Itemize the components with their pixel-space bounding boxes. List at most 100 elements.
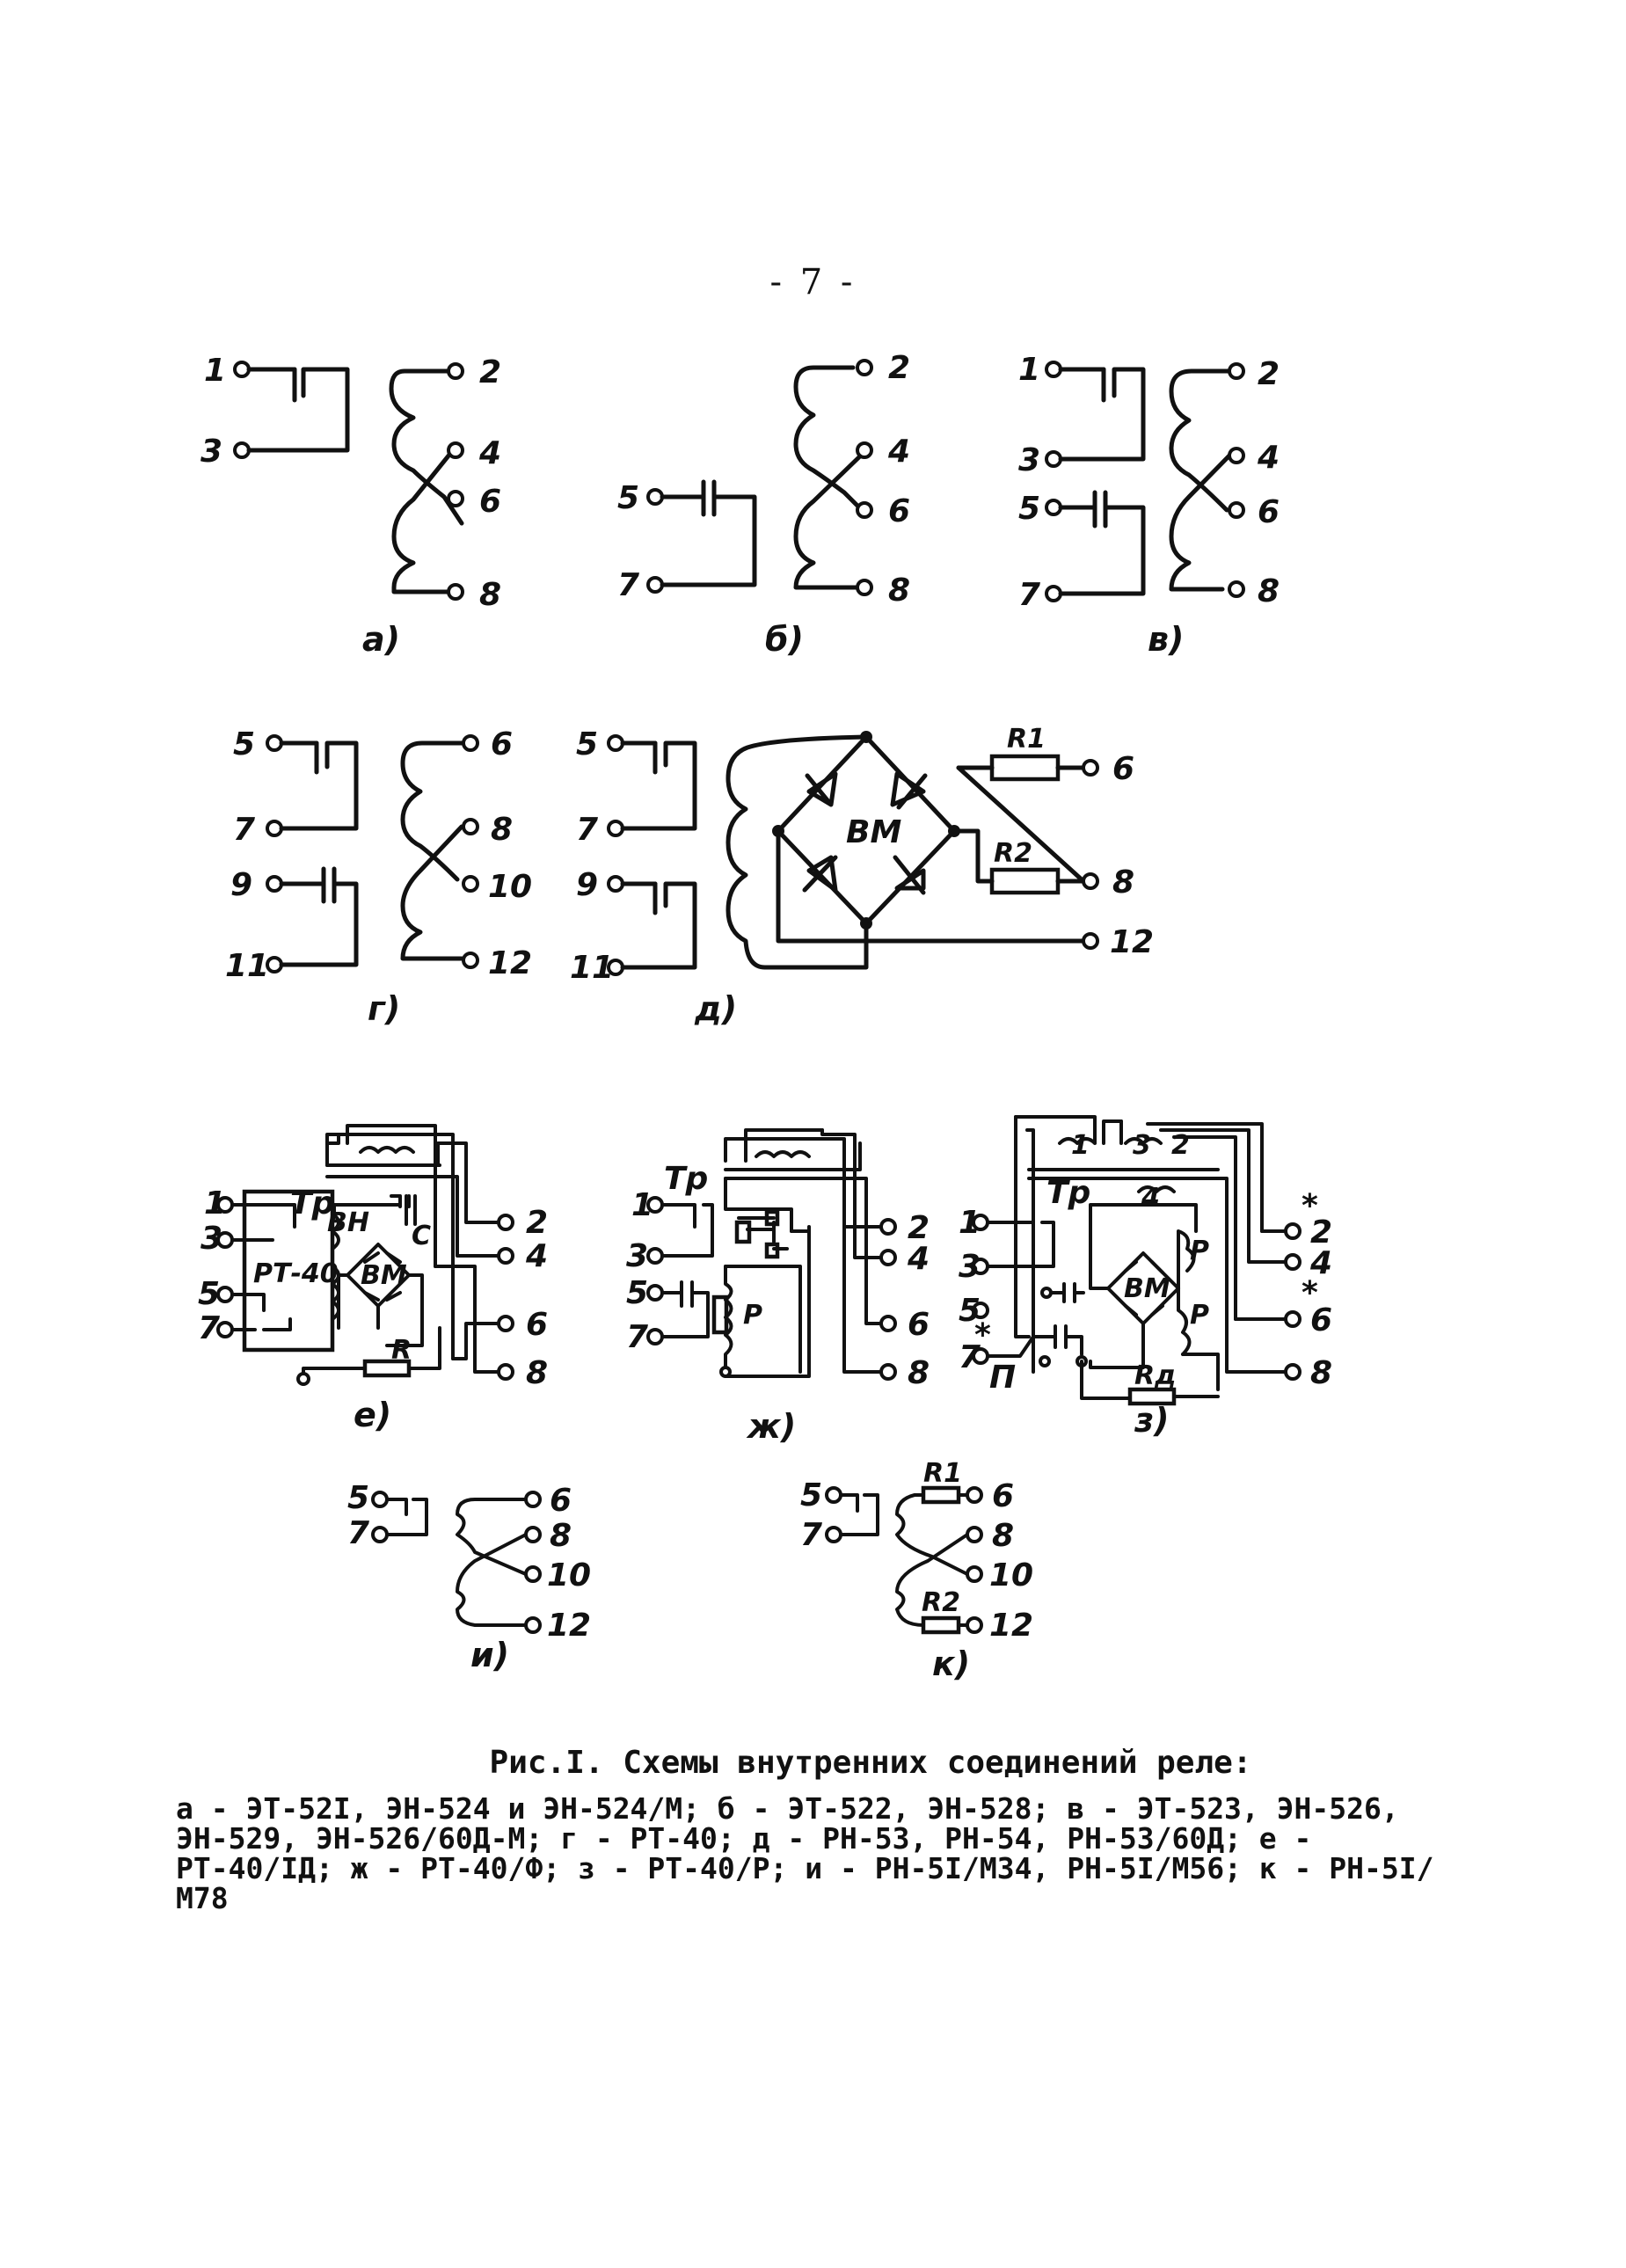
terminal-label: 7 [576, 812, 598, 848]
transformer-core [325, 1163, 441, 1178]
left-wires [1014, 1115, 1035, 1374]
terminal-label: 1 [204, 353, 226, 389]
terminal-2 [447, 362, 464, 380]
terminal-label: 1 [1018, 352, 1040, 388]
resistor-label: R1 [1007, 724, 1046, 755]
terminal-label: 6 [1112, 751, 1134, 787]
terminal-label: 7 [233, 812, 255, 848]
winding-1 [1014, 1115, 1123, 1145]
coil-upper [400, 740, 467, 882]
contact-nc [839, 1493, 879, 1536]
terminal-label: 6 [526, 1307, 548, 1343]
diagram-caption: г) [368, 989, 400, 1028]
terminal-2 [1284, 1222, 1302, 1240]
marker: * [1302, 1275, 1318, 1311]
terminal-label: 6 [550, 1483, 572, 1519]
coil-lower [391, 448, 456, 594]
capacitor-label: С [412, 1221, 431, 1251]
coil-upper [1169, 368, 1232, 513]
output-wires [820, 1128, 881, 1325]
terminal-label: 5 [800, 1477, 822, 1513]
wire [842, 1225, 881, 1374]
terminal-2 [879, 1218, 897, 1236]
terminal-4 [1284, 1253, 1302, 1271]
terminal-8 [1228, 580, 1245, 598]
page-number: - 7 - [769, 262, 857, 303]
terminal-7 [825, 1526, 842, 1543]
coil-label: Р [743, 1300, 762, 1331]
wire [952, 828, 995, 884]
node [296, 1372, 310, 1386]
transformer-winding [325, 1124, 455, 1360]
winding-4 [1137, 1185, 1176, 1193]
contact-nc [385, 1498, 428, 1536]
terminal-label: 10 [488, 869, 532, 905]
coil-lower [456, 1533, 528, 1627]
diagram-caption: и) [470, 1636, 509, 1674]
resistor-wire [302, 1326, 441, 1381]
winding-2-3 [1119, 1119, 1264, 1321]
terminal-label: 6 [908, 1307, 930, 1343]
terminal-label: 7 [626, 1319, 648, 1355]
contact-no-plates [1092, 490, 1108, 529]
terminal-label: 10 [547, 1557, 591, 1593]
terminal-label: 12 [989, 1608, 1033, 1644]
diagram-i: 5 7 6 8 10 12 и) [347, 1480, 591, 1674]
terminal-4 [1228, 447, 1245, 464]
coil-lower [1169, 453, 1232, 592]
terminal-label: 12 [488, 945, 532, 981]
terminal-label: 12 [547, 1608, 591, 1644]
terminal-label: 8 [479, 577, 501, 613]
diagram-e: Тр 1 3 5 7 РТ-40 ВН С ВМ R [198, 1124, 548, 1434]
terminal-8 [524, 1526, 542, 1543]
coil [726, 734, 869, 970]
transformer-core [724, 1168, 833, 1180]
diagram-v: 1 3 5 7 2 4 6 8 в) [1018, 352, 1280, 659]
terminal-label: 8 [526, 1355, 548, 1391]
figure-caption: Рис.I. Схемы внутренних соединений реле:… [176, 1745, 1442, 1914]
terminal-label: 1 [959, 1205, 981, 1241]
terminal-label: 5 [1018, 491, 1040, 527]
terminal-label: 7 [959, 1339, 981, 1375]
terminal-label: 8 [491, 812, 513, 848]
terminal-label: 12 [1110, 924, 1154, 960]
terminal-12 [524, 1616, 542, 1634]
diagram-caption: е) [354, 1396, 391, 1434]
terminal-label: 6 [888, 493, 910, 529]
bridge-label: ВМ [846, 814, 901, 850]
rt40-block [242, 1189, 335, 1353]
output-wires [1216, 1177, 1286, 1374]
terminal-5 [646, 1284, 664, 1302]
terminal-label: 8 [992, 1518, 1014, 1554]
diode-4 [893, 855, 926, 895]
terminal-label: 4 [907, 1241, 930, 1277]
contact-nc-2 [620, 881, 697, 970]
terminal-label: 3 [201, 434, 222, 470]
wire-bottom [776, 828, 1086, 944]
node [860, 731, 872, 743]
terminal-12 [966, 1616, 983, 1634]
contact-nc [986, 1221, 1055, 1268]
bridge-label: ВМ [1124, 1273, 1170, 1304]
caption-title: Рис.I. Схемы внутренних соединений реле: [489, 1745, 1252, 1781]
terminal-label: 6 [479, 484, 501, 520]
diagram-b: 5 7 2 4 6 8 б) [617, 350, 910, 659]
resistor-label: R [391, 1335, 412, 1366]
contact-no-plates [321, 866, 337, 904]
diodes [1124, 1260, 1164, 1316]
terminal-5 [371, 1491, 389, 1508]
contact-no-plates [701, 479, 717, 517]
output-wires [434, 1141, 499, 1374]
terminal-6 [524, 1491, 542, 1508]
contact-no [660, 494, 757, 587]
terminal-7 [646, 1328, 664, 1345]
terminal-label: 5 [347, 1480, 369, 1516]
terminal-label: 5 [959, 1293, 981, 1329]
capacitor-1 [764, 1209, 780, 1227]
terminal-label: 8 [1258, 573, 1280, 609]
terminal-8 [462, 818, 479, 835]
wire-r2 [956, 765, 1086, 884]
terminal-label: 4 [887, 434, 910, 470]
resistor-label: R2 [994, 838, 1032, 869]
